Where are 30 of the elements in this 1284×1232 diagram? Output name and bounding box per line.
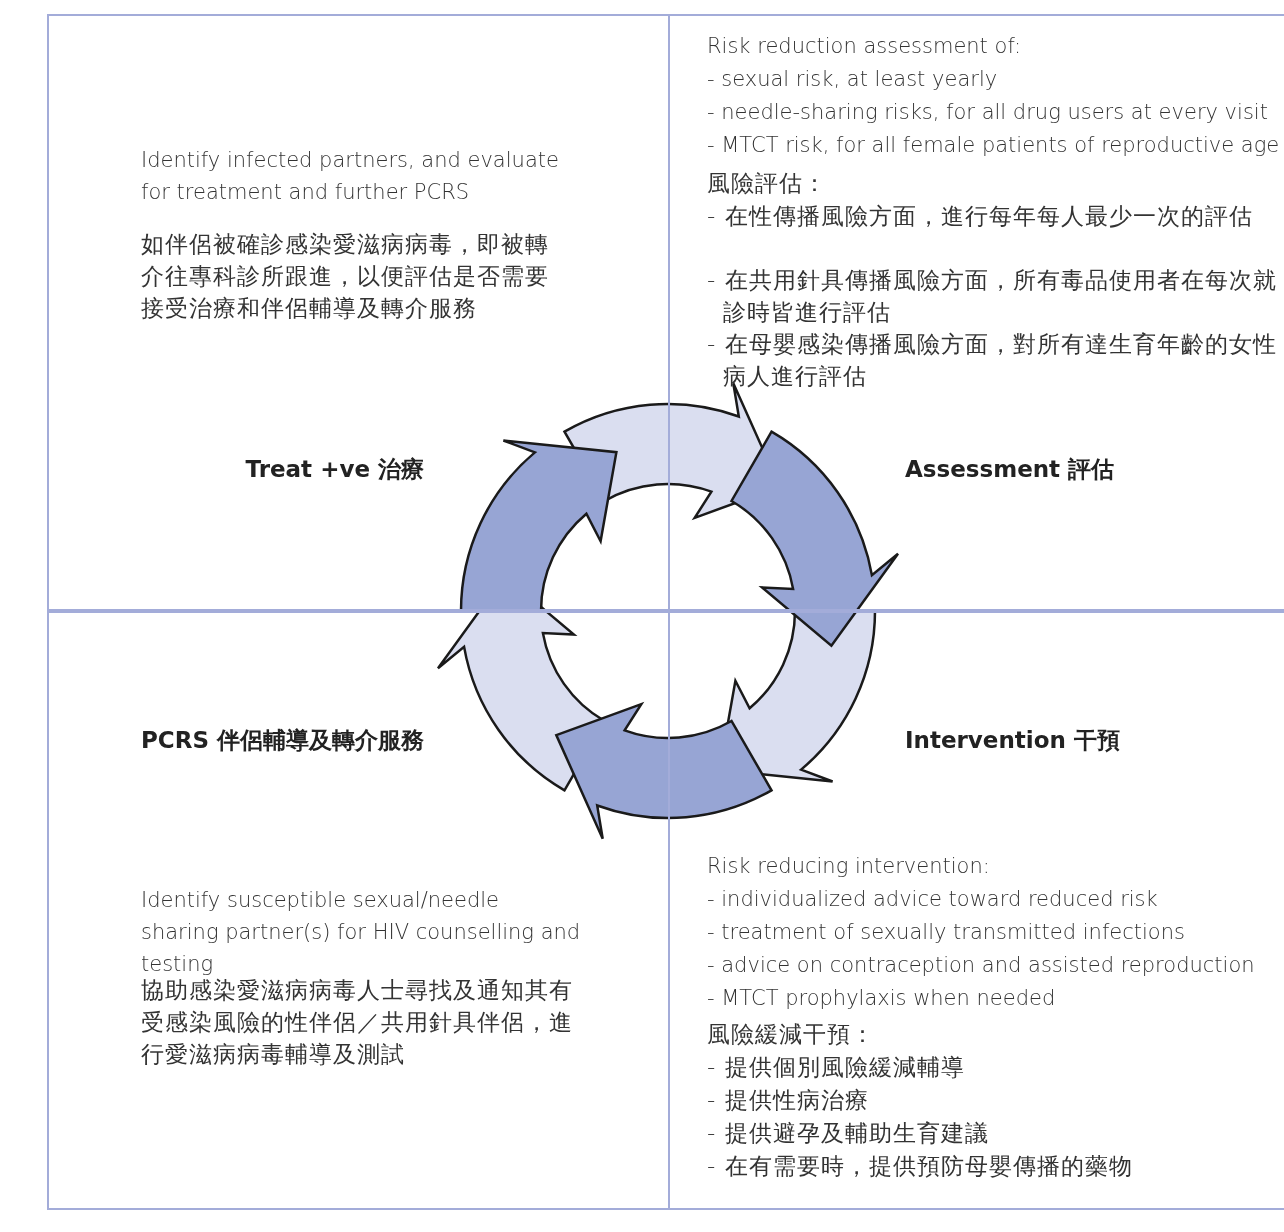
stage-label: 如伴侶被確診感染愛滋病病毒，即被轉介往專科診所跟進，以便評估是否需要接受治療和伴侶輔導及轉介服務 [141, 230, 550, 323]
description-text: Identify infected partners, and evaluate for treatment and further PCRS [141, 147, 560, 206]
stage-label: - 在共用針具傳播風險方面，所有毒品使用者在每次就診時皆進行評估 [707, 266, 1278, 327]
description-text: Risk reduction assessment of: [707, 33, 1023, 60]
stage-label: 風險評估： [707, 169, 828, 198]
bullet-item: - advice on contraception and assisted reproduction [707, 952, 1256, 979]
quadrant-panel [668, 14, 1284, 613]
bullet-item: - sexual risk, at least yearly [707, 66, 999, 93]
bullet-item: - MTCT prophylaxis when needed [707, 985, 1057, 1012]
bullet-item: - individualized advice toward reduced risk [707, 886, 1159, 913]
stage-label: - 提供個別風險緩減輔導 [707, 1053, 966, 1082]
stage-label: 風險緩減干預： [707, 1020, 876, 1049]
bullet-item: - treatment of sexually transmitted infections [707, 919, 1186, 946]
bullet-item: - MTCT risk, for all female patients of reproductive age [707, 132, 1281, 159]
description-text: Risk reducing intervention: [707, 853, 991, 880]
stage-label: Treat +ve 治療 [244, 455, 424, 484]
quadrant-panel [668, 609, 1284, 1210]
stage-label: PCRS 伴侶輔導及轉介服務 [139, 726, 424, 755]
stage-label: - 在性傳播風險方面，進行每年每人最少一次的評估 [707, 202, 1254, 231]
stage-label: 協助感染愛滋病病毒人士尋找及通知其有受感染風險的性伴侶／共用針具伴侶，進行愛滋病病毒輔導及測試 [141, 976, 574, 1069]
stage-label: - 在母嬰感染傳播風險方面，對所有達生育年齡的女性病人進行評估 [707, 330, 1278, 391]
stage-label: Intervention 干預 [905, 726, 1121, 755]
bullet-item: - needle-sharing risks, for all drug users at every visit [707, 99, 1269, 126]
stage-label: - 提供性病治療 [707, 1086, 870, 1115]
quadrant-panel [47, 14, 670, 613]
stage-label: Assessment 評估 [905, 455, 1116, 484]
stage-label: - 在有需要時，提供預防母嬰傳播的藥物 [707, 1152, 1134, 1181]
description-text: Identify susceptible sexual/needle sharing partner(s) for HIV counselling and testing [141, 887, 581, 978]
quadrant-panel [47, 609, 670, 1210]
stage-label: - 提供避孕及輔助生育建議 [707, 1119, 990, 1148]
